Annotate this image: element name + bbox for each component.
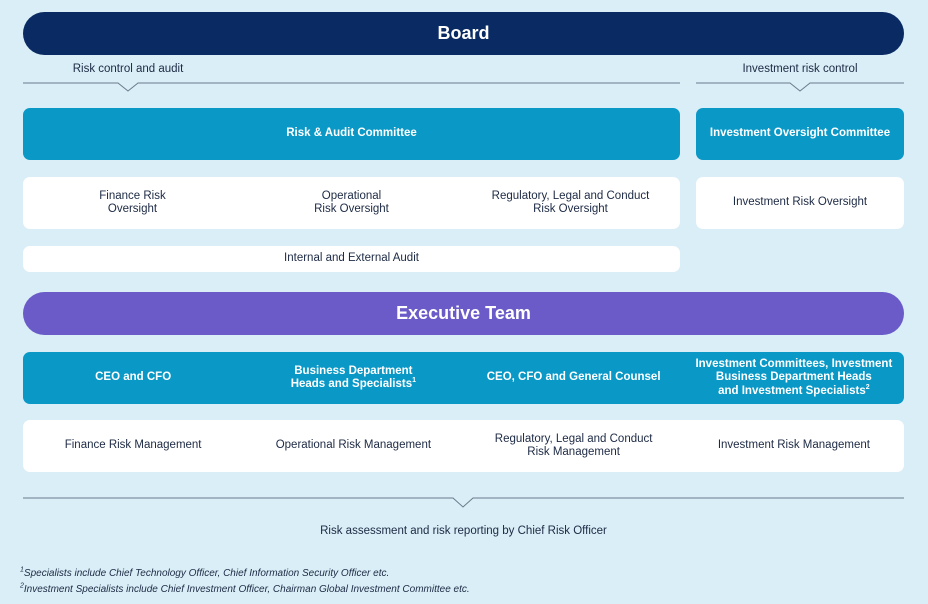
finance-risk-management: Finance Risk Management [64, 439, 202, 452]
regulatory-risk-oversight: Regulatory, Legal and Conduct Risk Overs… [491, 189, 650, 215]
investment-oversight-committee: Investment Oversight Committee [696, 108, 904, 160]
audit-label: Internal and External Audit [284, 252, 419, 265]
footnote-ref-1: 1 [412, 377, 417, 385]
management-row: Finance Risk Management Operational Risk… [23, 420, 904, 472]
investment-risk-oversight-label: Investment Risk Oversight [732, 196, 868, 209]
investment-risk-oversight: Investment Risk Oversight [696, 177, 904, 229]
bracket-left [23, 82, 680, 92]
footnote-2: 2Investment Specialists include Chief In… [20, 582, 470, 595]
bracket-right-label: Investment risk control [742, 63, 858, 75]
bracket-right [696, 82, 904, 92]
executive-team-header: Executive Team [23, 292, 904, 335]
investment-risk-management: Investment Risk Management [717, 439, 870, 452]
finance-risk-oversight: Finance Risk Oversight [99, 189, 166, 215]
owner-investment-committees: Investment Committees, Investment Busine… [695, 358, 893, 397]
bracket-left-label: Risk control and audit [72, 63, 184, 75]
executive-title: Executive Team [396, 303, 531, 323]
footnote-1: 1Specialists include Chief Technology Of… [20, 566, 390, 579]
risk-audit-committee: Risk & Audit Committee [23, 108, 680, 160]
owner-ceo-cfo: CEO and CFO [95, 371, 172, 384]
owner-ceo-cfo-counsel: CEO, CFO and General Counsel [486, 371, 661, 384]
owners-row: CEO and CFO Business Department Heads an… [23, 352, 904, 404]
investment-oversight-committee-label: Investment Oversight Committee [709, 127, 891, 140]
footnote-ref-2: 2 [865, 383, 870, 391]
operational-risk-management: Operational Risk Management [275, 439, 432, 452]
owner-business-heads: Business Department Heads and Specialist… [290, 364, 417, 390]
oversight-row: Finance Risk Oversight Operational Risk … [23, 177, 680, 229]
risk-audit-committee-label: Risk & Audit Committee [286, 127, 417, 140]
board-header: Board [23, 12, 904, 55]
board-title: Board [437, 23, 490, 43]
risk-reporting-label: Risk assessment and risk reporting by Ch… [320, 525, 607, 537]
internal-external-audit: Internal and External Audit [23, 246, 680, 272]
operational-risk-oversight: Operational Risk Oversight [314, 189, 389, 215]
bracket-bottom [23, 497, 904, 508]
regulatory-risk-management: Regulatory, Legal and Conduct Risk Manag… [494, 432, 653, 458]
